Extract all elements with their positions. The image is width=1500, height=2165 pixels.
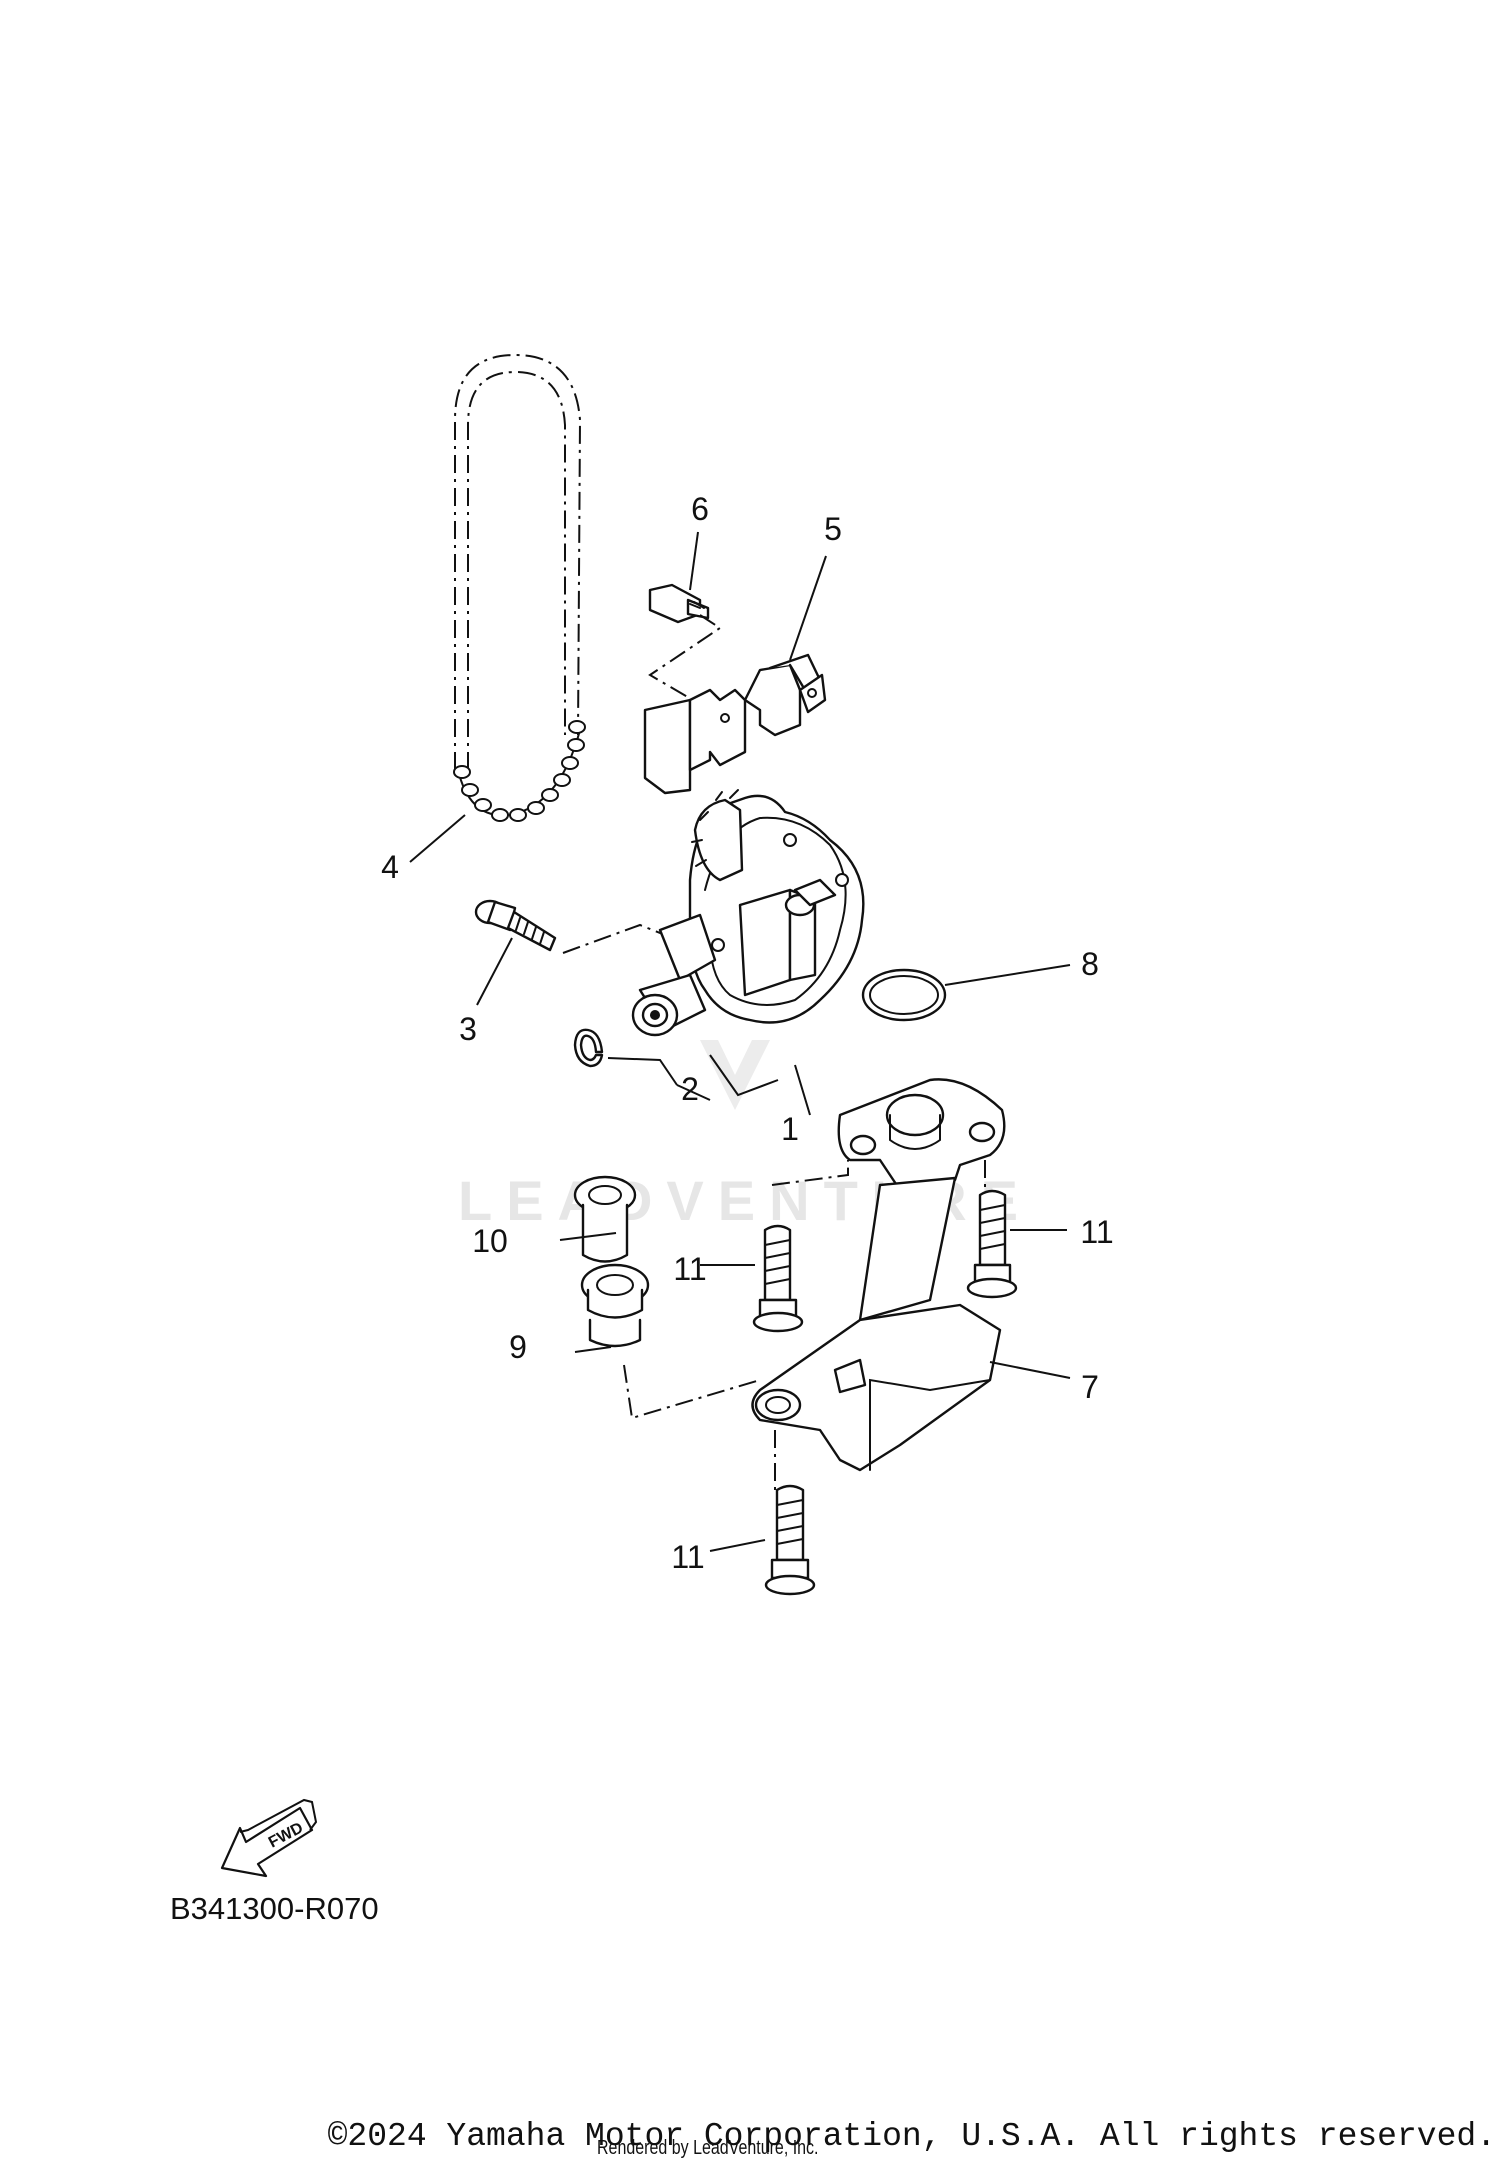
callout-1: 1	[781, 1111, 799, 1147]
diagram-code: B341300-R070	[170, 1891, 379, 1926]
part-1-oil-pump[interactable]	[631, 789, 865, 1037]
copyright-notice: ©2024 Yamaha Motor Corporation, U.S.A. A…	[327, 2118, 1496, 2155]
part-4-chain[interactable]	[453, 353, 586, 822]
rendered-by-note: Rendered by LeadVenture, Inc.	[597, 2137, 819, 2159]
part-7-strainer[interactable]	[751, 1078, 1006, 1472]
dash-7-top	[771, 1160, 849, 1186]
callout-11-bottom: 11	[671, 1539, 704, 1575]
callouts: 1 2 3 4 5 6 7 8 9 10 11 11 11	[381, 491, 1114, 1575]
part-5-guide[interactable]	[643, 653, 827, 795]
callout-4: 4	[381, 849, 399, 885]
callout-10: 10	[472, 1223, 508, 1259]
leader-lines	[409, 531, 1071, 1552]
dash-9-7	[623, 1364, 761, 1420]
part-11-bolt-bottom[interactable]	[764, 1484, 816, 1596]
callout-3: 3	[459, 1011, 477, 1047]
callout-11-right: 11	[1080, 1214, 1113, 1250]
callout-6: 6	[691, 491, 709, 527]
fwd-arrow-icon: FWD	[220, 1798, 318, 1878]
callout-7: 7	[1081, 1369, 1099, 1405]
callout-9: 9	[509, 1329, 527, 1365]
part-9-grommet[interactable]	[580, 1263, 650, 1348]
dash-3-1	[562, 923, 666, 954]
part-11-bolt-right[interactable]	[966, 1189, 1018, 1299]
part-11-bolt-left[interactable]	[752, 1224, 804, 1333]
callout-11-left: 11	[673, 1251, 706, 1287]
part-6-bolt[interactable]	[648, 583, 710, 624]
part-8-o-ring[interactable]	[861, 968, 947, 1022]
part-2-circlip[interactable]	[573, 1028, 604, 1068]
part-3-bolt[interactable]	[474, 899, 557, 952]
callout-2: 2	[681, 1071, 699, 1107]
dash-6-5	[648, 614, 722, 711]
callout-5: 5	[824, 511, 842, 547]
part-10-collar[interactable]	[573, 1175, 637, 1263]
callout-8: 8	[1081, 946, 1099, 982]
